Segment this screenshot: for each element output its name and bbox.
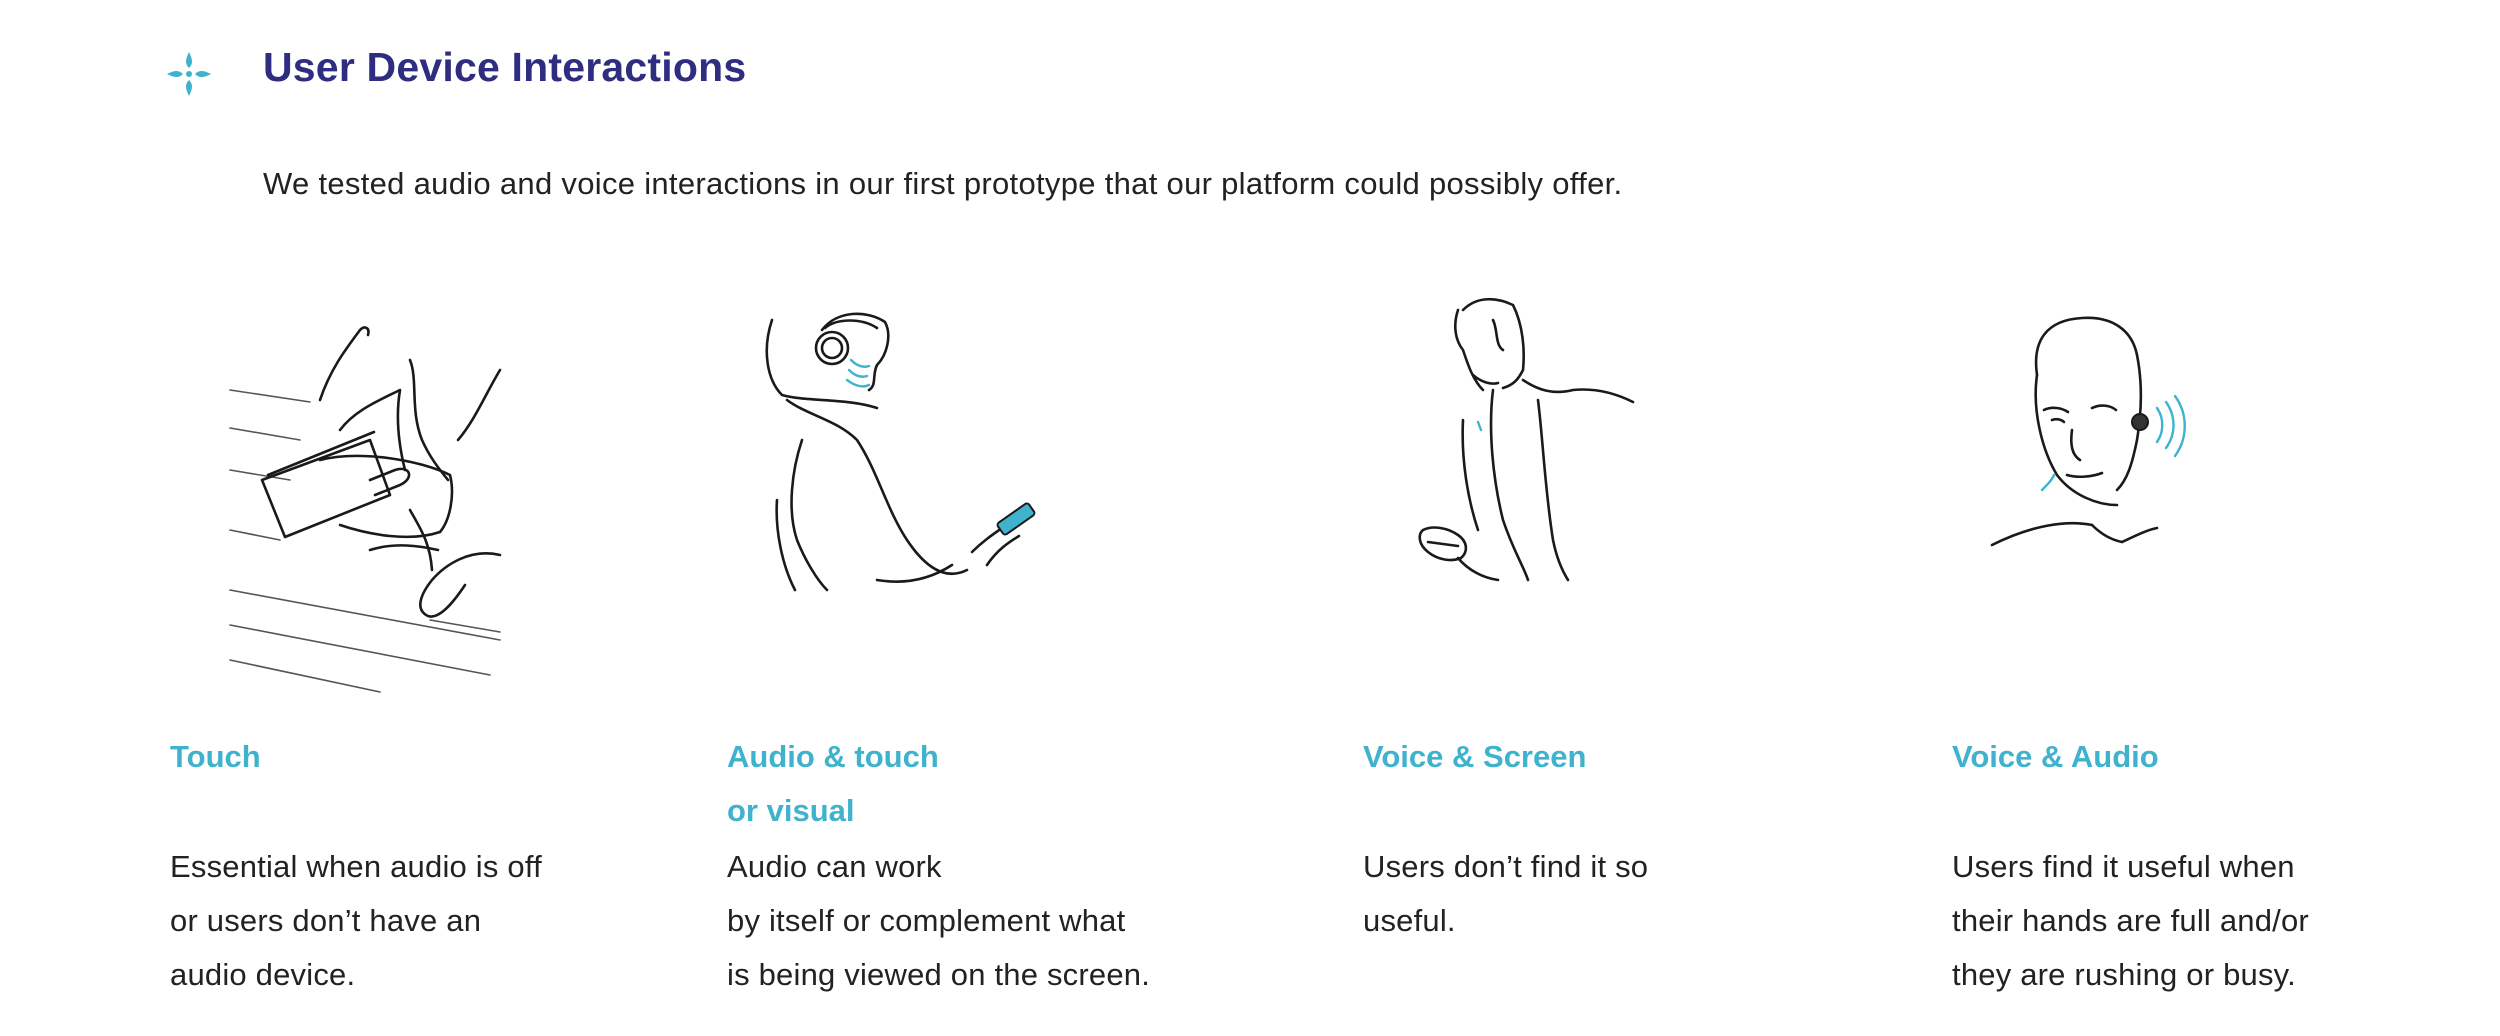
card-description: Users find it useful when their hands ar…: [1952, 840, 2472, 1002]
four-petal-diamond-icon: [167, 52, 211, 96]
card-title-line: or visual: [727, 793, 855, 828]
card-description: Audio can work by itself or complement w…: [727, 840, 1247, 1002]
card-desc-line: Essential when audio is off: [170, 849, 542, 884]
intro-text: We tested audio and voice interactions i…: [263, 166, 1623, 201]
card-desc-line: Users find it useful when: [1952, 849, 2295, 884]
card-desc-line: or users don’t have an: [170, 903, 482, 938]
card-title: Voice & Screen: [1363, 730, 1843, 784]
man-with-earbud-illustration: [1990, 316, 2186, 547]
card-title-line: Touch: [170, 739, 261, 774]
card-title: Touch: [170, 730, 650, 784]
man-looking-at-phone-illustration: [1418, 297, 1635, 582]
card-title: Audio & touch or visual: [727, 730, 1207, 838]
card-desc-line: their hands are full and/or: [1952, 903, 2309, 938]
card-description: Users don’t find it so useful.: [1363, 840, 1883, 948]
card-desc-line: by itself or complement what: [727, 903, 1126, 938]
card-desc-line: they are rushing or busy.: [1952, 957, 2296, 992]
card-voice-audio: Voice & Audio Users find it useful when …: [1952, 280, 2472, 1020]
card-desc-line: is being viewed on the screen.: [727, 957, 1151, 992]
card-touch: Touch Essential when audio is off or use…: [170, 280, 690, 1020]
card-audio-touch: Audio & touch or visual Audio can work b…: [727, 280, 1247, 1020]
card-description: Essential when audio is off or users don…: [170, 840, 690, 1002]
card-voice-screen: Voice & Screen Users don’t find it so us…: [1363, 280, 1883, 1020]
page-title: User Device Interactions: [263, 44, 747, 90]
card-desc-line: Users don’t find it so: [1363, 849, 1649, 884]
card-title: Voice & Audio: [1952, 730, 2432, 784]
card-title-line: Voice & Screen: [1363, 739, 1587, 774]
person-with-headphones-and-phone-illustration: [765, 312, 1036, 592]
card-title-line: Audio & touch: [727, 739, 939, 774]
card-title-line: Voice & Audio: [1952, 739, 2159, 774]
card-desc-line: useful.: [1363, 903, 1456, 938]
hands-holding-phone-illustration: [229, 326, 502, 693]
card-desc-line: Audio can work: [727, 849, 942, 884]
card-desc-line: audio device.: [170, 957, 356, 992]
